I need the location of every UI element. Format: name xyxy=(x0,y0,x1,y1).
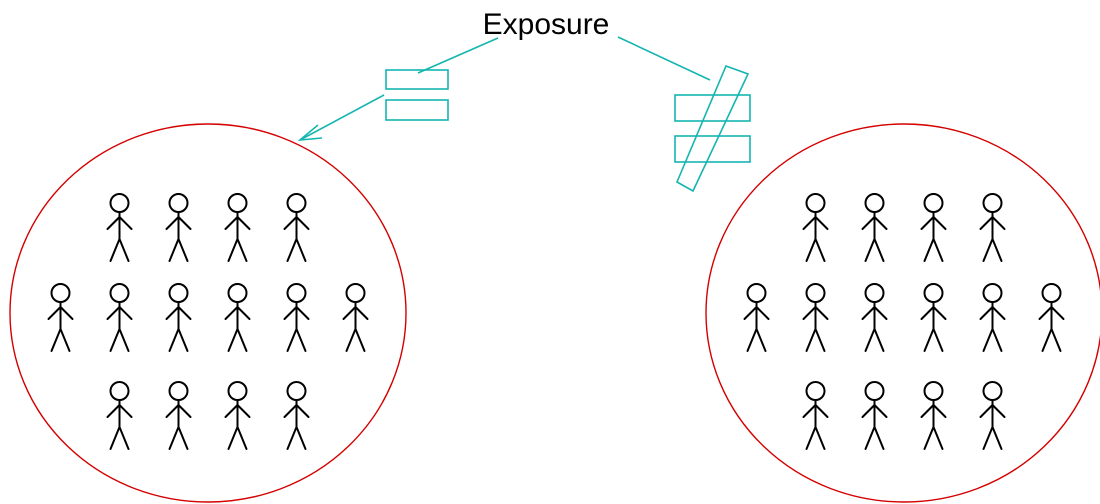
stick-figure-icon xyxy=(283,193,310,262)
stick-figure-icon xyxy=(920,381,947,450)
not-equal-connector-line xyxy=(617,36,711,81)
stick-figure-icon xyxy=(47,283,74,352)
stick-figure-icon xyxy=(802,193,829,262)
stick-figure-icon xyxy=(920,283,947,352)
arrowhead xyxy=(297,124,323,142)
left-group-circle xyxy=(9,123,407,503)
not-equal-connector xyxy=(617,36,751,193)
stick-figure-icon xyxy=(283,283,310,352)
stick-figure-icon xyxy=(979,283,1006,352)
stick-figure-icon xyxy=(979,193,1006,262)
arrow-icon xyxy=(299,94,385,141)
stick-figure-icon xyxy=(342,283,369,352)
stick-figure-icon xyxy=(165,283,192,352)
stick-figure-icon xyxy=(861,193,888,262)
right-group-people xyxy=(743,193,1065,450)
stick-figure-icon xyxy=(106,283,133,352)
people-layer xyxy=(47,193,1065,450)
stick-figure-icon xyxy=(106,381,133,450)
equal-connector xyxy=(297,37,499,142)
stick-figure-icon xyxy=(165,193,192,262)
stick-figure-icon xyxy=(224,283,251,352)
left-group-people xyxy=(47,193,369,450)
stick-figure-icon xyxy=(224,381,251,450)
stick-figure-icon xyxy=(802,381,829,450)
stick-figure-icon xyxy=(861,283,888,352)
stick-figure-icon xyxy=(979,381,1006,450)
stick-figure-icon xyxy=(743,283,770,352)
stick-figure-icon xyxy=(165,381,192,450)
equals-sign-icon xyxy=(385,69,449,121)
stick-figure-icon xyxy=(861,381,888,450)
stick-figure-icon xyxy=(283,381,310,450)
stick-figure-icon xyxy=(802,283,829,352)
exposure-title: Exposure xyxy=(483,8,610,41)
not-equal-sign-icon xyxy=(674,64,751,193)
stick-figure-icon xyxy=(1038,283,1065,352)
stick-figure-icon xyxy=(106,193,133,262)
equal-connector-line xyxy=(417,37,499,74)
stick-figure-icon xyxy=(224,193,251,262)
right-group-circle xyxy=(705,123,1100,503)
stick-figure-icon xyxy=(920,193,947,262)
